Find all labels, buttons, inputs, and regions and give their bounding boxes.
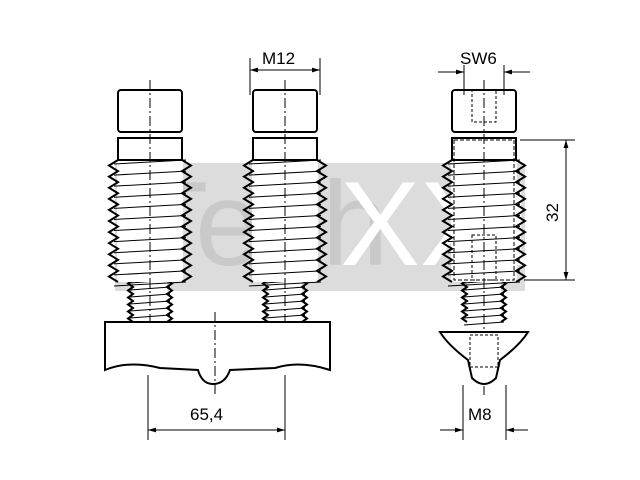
screws [107, 80, 527, 395]
dimension-m12: M12 [249, 49, 321, 95]
dim-label-65-4: 65,4 [190, 405, 223, 424]
cone-nut [438, 331, 530, 385]
dim-label-32: 32 [543, 203, 562, 222]
dim-label-m8: M8 [468, 405, 492, 424]
dim-label-sw6: SW6 [460, 49, 497, 68]
dimension-32: 32 [520, 139, 575, 281]
screw-2 [242, 80, 328, 330]
dimension-sw6: SW6 [438, 49, 530, 95]
screw-1 [107, 80, 193, 330]
screw-3 [441, 80, 527, 395]
dim-label-m12: M12 [262, 49, 295, 68]
dimension-m8: M8 [440, 385, 528, 440]
dimension-65-4: 65,4 [147, 375, 286, 440]
base-plate [104, 312, 331, 395]
